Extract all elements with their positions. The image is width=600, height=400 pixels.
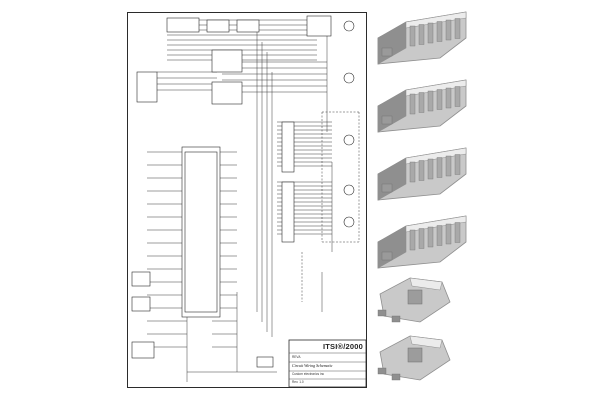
housing-socket: [407, 289, 423, 305]
block-top: [405, 215, 467, 233]
relay-block-2: [236, 19, 260, 33]
controller-inner: [184, 151, 218, 313]
terminal-slot: [436, 89, 443, 110]
motor-symbol-2: [343, 72, 355, 84]
housing-tab: [377, 367, 387, 375]
terminal-slot: [445, 87, 452, 109]
block-top: [405, 79, 467, 97]
logic-block-1: [211, 49, 243, 73]
company-logo: ITSI®/2000: [322, 342, 363, 351]
relay-block-1: [206, 19, 230, 33]
sheet-border: [127, 12, 367, 388]
terminal-slot: [436, 225, 443, 246]
housing-tab: [391, 315, 401, 323]
terminal-slot: [445, 19, 452, 41]
end-clip: [381, 115, 393, 125]
housing-top: [409, 277, 443, 291]
motor-symbol-4: [343, 184, 355, 196]
motor-symbol-3: [343, 134, 355, 146]
motor-symbol-5: [343, 216, 355, 228]
end-clip: [381, 47, 393, 57]
terminal-slot: [445, 223, 452, 245]
schematic-wiring: [147, 19, 360, 382]
terminal-slot: [427, 158, 434, 180]
terminal-block-4: [377, 215, 467, 269]
title-block-title: Circuit Wiring Schematic: [292, 363, 333, 368]
housing-top: [409, 335, 443, 349]
terminal-slot: [409, 93, 416, 115]
wiring-schematic: [127, 12, 367, 388]
terminal-slot: [409, 229, 416, 251]
terminal-slot: [418, 92, 425, 113]
schematic-drawing: [127, 12, 367, 388]
aux-block-3: [131, 341, 155, 359]
motor-symbol-1: [343, 20, 355, 32]
logic-block-2: [211, 81, 243, 105]
end-clip: [381, 183, 393, 193]
terminal-slot: [418, 228, 425, 249]
title-block-rev: REVA: [292, 355, 301, 359]
terminal-slot: [427, 90, 434, 112]
dashed-enclosure: [301, 111, 360, 302]
title-block: ITSI®/2000 REVA Circuit Wiring Schematic…: [289, 340, 365, 387]
end-clip: [381, 251, 393, 261]
schematic-motors: [343, 20, 355, 228]
block-top: [405, 11, 467, 29]
terminal-slot: [454, 222, 461, 243]
terminal-block-renders: [370, 8, 470, 396]
title-block-version: Rev. 1.0: [292, 380, 304, 384]
switch-block: [166, 17, 200, 33]
terminal-slot: [409, 161, 416, 183]
connector-housing-1: [377, 277, 451, 323]
housing-tab: [391, 373, 401, 381]
aux-block-1: [131, 271, 151, 287]
housing-socket: [407, 347, 423, 363]
terminal-slot: [436, 21, 443, 42]
terminal-strip-2: [281, 181, 295, 243]
terminal-slot: [427, 226, 434, 248]
parts-drawing: [377, 11, 467, 381]
terminal-slot: [454, 154, 461, 175]
terminal-slot: [454, 86, 461, 107]
terminal-slot: [427, 22, 434, 44]
output-block: [306, 15, 332, 37]
terminal-slot: [445, 155, 452, 177]
terminal-block-2: [377, 79, 467, 133]
housing-tab: [377, 309, 387, 317]
schematic-components: [131, 15, 332, 368]
terminal-slot: [436, 157, 443, 178]
aux-block-2: [131, 296, 151, 312]
title-block-company: Custom electronics inc: [292, 372, 325, 376]
terminal-strip-1: [281, 121, 295, 173]
terminal-slot: [418, 24, 425, 45]
terminal-slot: [409, 25, 416, 47]
input-block: [136, 71, 158, 103]
terminal-block-3: [377, 147, 467, 201]
terminal-slot: [418, 160, 425, 181]
aux-block-4: [256, 356, 274, 368]
terminal-block-1: [377, 11, 467, 65]
terminal-slot: [454, 18, 461, 39]
block-top: [405, 147, 467, 165]
connector-housing-2: [377, 335, 451, 381]
